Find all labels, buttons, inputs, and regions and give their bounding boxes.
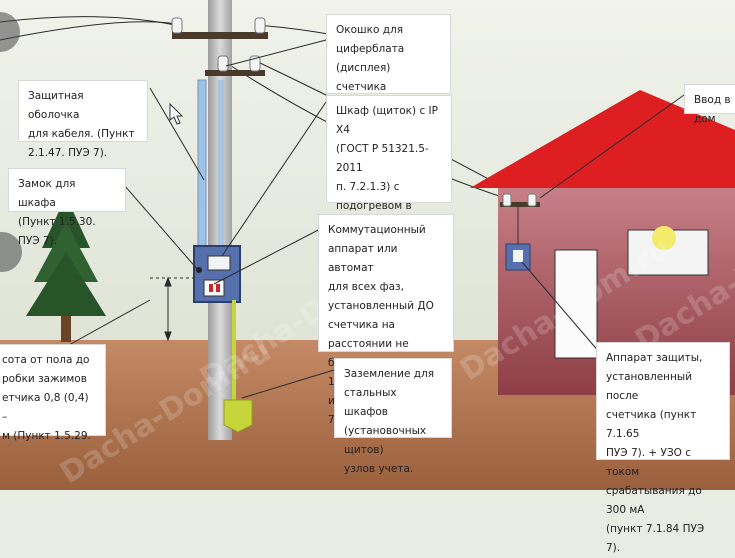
pole	[171, 0, 268, 440]
height-dimension	[150, 276, 198, 342]
cable-protective-shell	[197, 79, 207, 253]
grounding-wire	[223, 300, 253, 433]
callout-display-window: Окошко для циферблата (дисплея) счетчика…	[326, 14, 451, 131]
callout-protection-device: Аппарат защиты, установленный после счет…	[596, 342, 730, 554]
meter-cabinet	[193, 245, 241, 303]
nav-circle-button[interactable]	[0, 232, 22, 272]
hand-cursor-icon	[169, 102, 184, 125]
callout-cable-shell: Защитная оболочка для кабеля. (Пункт 2.1…	[18, 80, 148, 159]
callout-grounding: Заземление для стальных шкафов (установо…	[334, 358, 452, 475]
callout-house-input: Ввод в дом	[684, 84, 735, 125]
tree	[26, 196, 106, 342]
callout-lock: Замок для шкафа (Пункт 1.5.30. ПУЭ 7).	[8, 168, 126, 247]
nav-circle-button[interactable]	[0, 12, 20, 52]
callout-cabinet: Шкаф (щиток) с IP X4 (ГОСТ Р 51321.5-201…	[326, 95, 452, 288]
callout-leaders	[59, 39, 685, 399]
callout-height: сота от пола до робки зажимов етчика 0,8…	[0, 344, 106, 442]
callout-switching-device: Коммутационный аппарат или автомат для в…	[318, 214, 454, 426]
